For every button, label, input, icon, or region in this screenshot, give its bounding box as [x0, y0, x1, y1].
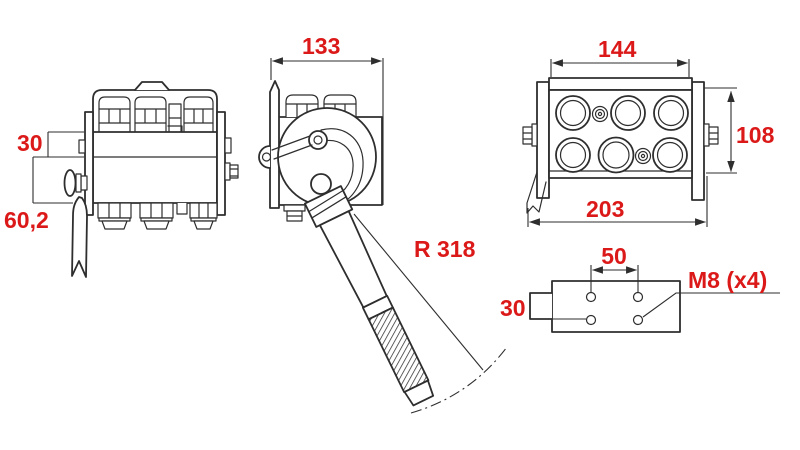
right-side-bolt: [224, 162, 239, 181]
port-circles: [555, 95, 689, 174]
mount-base-outline: [551, 280, 681, 333]
control-lever: [304, 185, 435, 407]
dim-thread-spec: M8 (x4): [688, 267, 767, 293]
dim-side-height: 60,2: [4, 207, 49, 233]
dim-side-offset: 30: [17, 130, 43, 156]
end-bottom-fitting: [283, 204, 306, 222]
blade-lever-broken: [71, 196, 88, 278]
right-flange-plate: [691, 81, 705, 201]
mount-ear-hole: [261, 152, 272, 162]
left-flange-bolt: [522, 123, 538, 147]
dim-body-height: 108: [736, 122, 775, 148]
side-view: 30 60,2: [4, 81, 239, 278]
bottom-hex-fittings: [97, 202, 218, 230]
lever-end-cap: [403, 379, 435, 407]
dim-lever-radius: R 318: [414, 236, 476, 262]
cam-center-hole: [310, 173, 332, 195]
left-mount-plate: [84, 111, 94, 216]
top-rail: [548, 77, 693, 91]
swing-arc-centerline: [410, 346, 508, 414]
mount-ear: [258, 145, 271, 169]
left-knob-bolt: [63, 169, 88, 197]
side-dim-bracket: [32, 131, 84, 204]
mount-base-tab: [529, 292, 553, 320]
dim-overall-width: 203: [586, 196, 624, 222]
dim-hole-spacing-h: 50: [601, 243, 627, 269]
left-flange-plate: [536, 81, 550, 199]
pivot-link: [271, 135, 313, 160]
right-mount-plate: [216, 111, 226, 216]
dim-port-span: 144: [598, 36, 637, 62]
dim-end-width: 133: [302, 33, 340, 59]
right-flange-bolt: [703, 123, 719, 147]
body-divider-line: [92, 125, 218, 158]
thread-leader-line: [642, 292, 780, 318]
top-hex-fittings: [98, 96, 214, 133]
end-view-with-lever: 133: [258, 33, 508, 414]
bolt-holes: [585, 291, 644, 326]
left-tab: [78, 139, 86, 154]
radius-leader-line: [353, 213, 484, 371]
front-view: 144 108: [522, 36, 775, 227]
bolt-pattern-view: 50 30 M8 (x4): [500, 243, 780, 333]
left-bracket-foot: [526, 171, 547, 214]
dim-hole-spacing-v: 30: [500, 295, 526, 321]
lever-shaft: [318, 210, 388, 309]
lever-knurled-grip: [367, 306, 430, 394]
mount-plate-edge: [269, 80, 280, 209]
cap-bump: [134, 81, 170, 91]
valve-body-side: [92, 131, 218, 204]
width-extension-lines: [270, 58, 384, 205]
right-tab: [224, 137, 232, 154]
